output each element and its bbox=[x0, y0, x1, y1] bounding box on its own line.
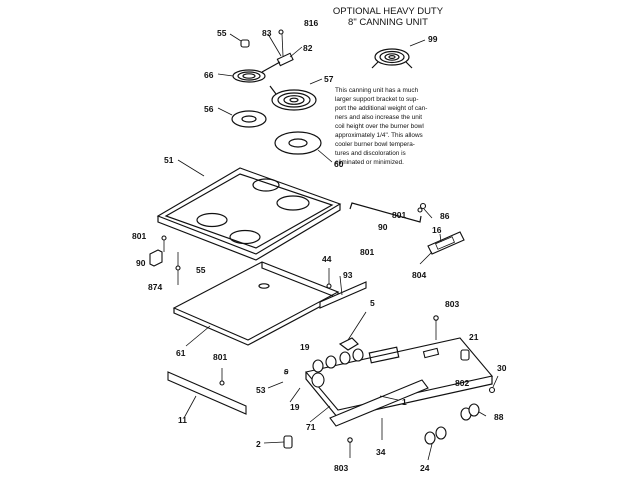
callout-801-mid: 801 bbox=[360, 247, 374, 257]
callout-801-left: 801 bbox=[132, 231, 146, 241]
note-line-3: port the additional weight of can- bbox=[335, 105, 427, 112]
callout-55: 55 bbox=[217, 28, 227, 38]
note-line-9: eliminated or minimized. bbox=[335, 159, 404, 166]
callout-802: 802 bbox=[455, 378, 469, 388]
callout-801-trim: 801 bbox=[213, 352, 227, 362]
callout-56: 56 bbox=[204, 104, 214, 114]
large-surface-element bbox=[269, 78, 323, 111]
callout-1: 1 bbox=[402, 397, 407, 407]
note-line-8: tures and discoloration is bbox=[335, 150, 406, 157]
callout-labels: 55 83 816 82 99 66 57 56 60 51 801 86 90… bbox=[132, 18, 507, 473]
spring-glyph: ꞩ bbox=[283, 366, 289, 376]
left-hinge-bracket bbox=[149, 235, 181, 285]
callout-19-bottom: 19 bbox=[290, 402, 300, 412]
support-rod bbox=[349, 202, 433, 223]
callout-21: 21 bbox=[469, 332, 479, 342]
callout-86: 86 bbox=[440, 211, 450, 221]
lower-rail bbox=[309, 379, 429, 440]
lower-cooktop-pan bbox=[172, 261, 367, 347]
callout-44: 44 bbox=[322, 254, 332, 264]
note-line-2: larger support bracket to sup- bbox=[335, 96, 418, 103]
spring-and-knob: ꞩ bbox=[267, 366, 301, 403]
callout-82: 82 bbox=[303, 43, 313, 53]
canning-unit-element bbox=[371, 39, 426, 69]
terminal-block-part bbox=[267, 29, 303, 67]
main-top-panel bbox=[156, 159, 342, 261]
callout-30: 30 bbox=[497, 363, 507, 373]
callout-57: 57 bbox=[324, 74, 334, 84]
note-line-7: cooler burner bowl tempera- bbox=[335, 141, 415, 148]
callout-60: 60 bbox=[334, 159, 344, 169]
callout-83: 83 bbox=[262, 28, 272, 38]
knob-part bbox=[229, 33, 250, 48]
callout-803-right: 803 bbox=[445, 299, 459, 309]
header-line-2: 8" CANNING UNIT bbox=[348, 17, 428, 28]
front-trim-strip bbox=[167, 368, 247, 419]
burner-knobs bbox=[424, 403, 487, 461]
control-panel-bracket bbox=[419, 231, 465, 265]
callout-34: 34 bbox=[376, 447, 386, 457]
callout-66: 66 bbox=[204, 70, 214, 80]
callout-19-top: 19 bbox=[300, 342, 310, 352]
callout-99: 99 bbox=[428, 34, 438, 44]
callout-55-left: 55 bbox=[196, 265, 206, 275]
callout-51: 51 bbox=[164, 155, 174, 165]
header-line-1: OPTIONAL HEAVY DUTY bbox=[333, 6, 444, 17]
callout-16: 16 bbox=[432, 225, 442, 235]
small-surface-element bbox=[217, 61, 281, 83]
callout-53: 53 bbox=[256, 385, 266, 395]
note-line-1: This canning unit has a much bbox=[335, 87, 419, 94]
note-line-4: ners and also increase the unit bbox=[335, 114, 422, 121]
callout-2: 2 bbox=[256, 439, 261, 449]
callout-816: 816 bbox=[304, 18, 318, 28]
fasteners-bottom bbox=[263, 435, 353, 458]
callout-93: 93 bbox=[343, 270, 353, 280]
note-line-6: approximately 1/4". This allows bbox=[335, 132, 423, 139]
callout-11: 11 bbox=[178, 415, 187, 425]
control-panel bbox=[304, 311, 494, 419]
callout-90-left: 90 bbox=[136, 258, 146, 268]
callout-803-bottom: 803 bbox=[334, 463, 348, 473]
callout-88: 88 bbox=[494, 412, 504, 422]
note-line-5: coil height over the burner bowl bbox=[335, 123, 424, 130]
callout-61: 61 bbox=[176, 348, 186, 358]
small-drip-bowl bbox=[217, 107, 267, 128]
callout-804: 804 bbox=[412, 270, 426, 280]
callout-71: 71 bbox=[306, 422, 316, 432]
large-drip-bowl bbox=[274, 131, 333, 163]
fasteners-right bbox=[433, 315, 499, 394]
callout-874: 874 bbox=[148, 282, 162, 292]
canning-note: This canning unit has a much larger supp… bbox=[335, 87, 427, 166]
callout-90-rod: 90 bbox=[378, 222, 388, 232]
callout-24: 24 bbox=[420, 463, 430, 473]
callout-801-rod: 801 bbox=[392, 210, 406, 220]
callout-5: 5 bbox=[370, 298, 375, 308]
